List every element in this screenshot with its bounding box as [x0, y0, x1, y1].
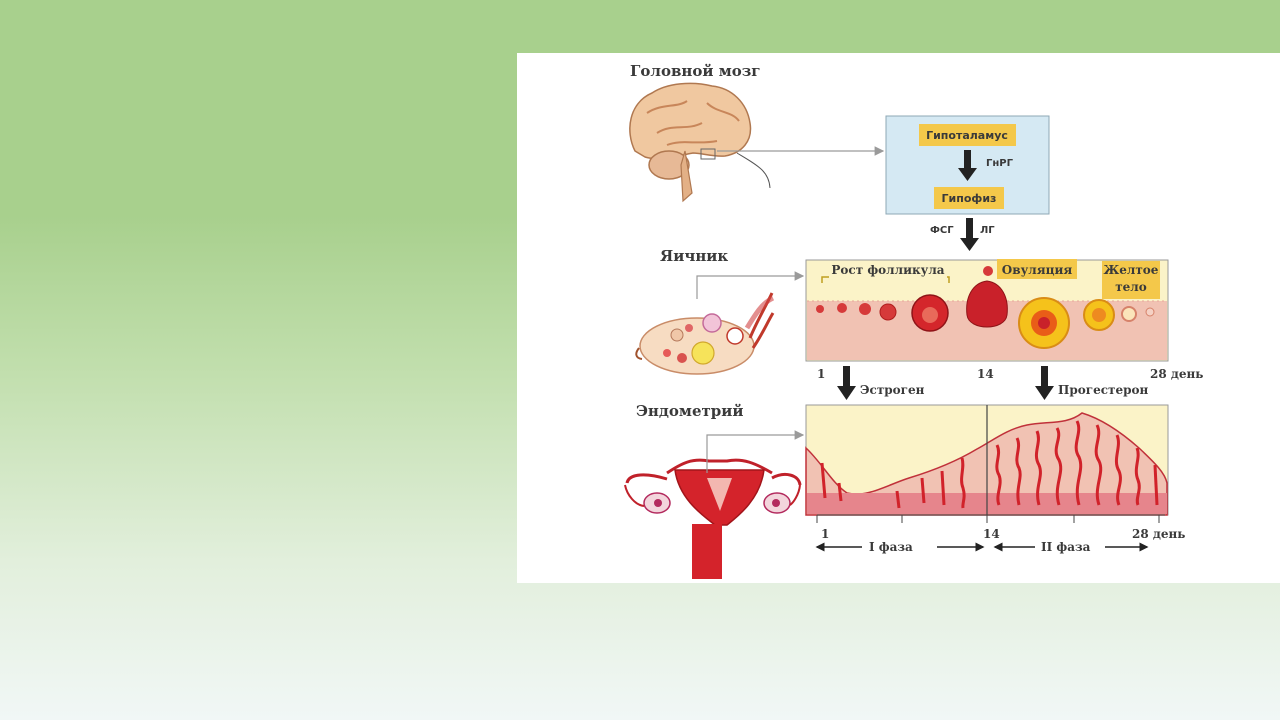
diagram-slide: Головной мозг Гипоталамус ГнРГ Гипофиз Ф… [517, 53, 1280, 583]
ovary-day-28: 28 день [1150, 367, 1203, 381]
gnrh-arrow [958, 150, 977, 181]
fsh-lh-arrow [960, 218, 979, 251]
follicle-sequence [816, 266, 1155, 349]
hypothalamus-tag [919, 124, 1016, 146]
endometrium-day-14: 14 [983, 527, 1000, 541]
estrogen-label: Эстроген [860, 383, 925, 397]
ovulation-tag [997, 259, 1077, 279]
brain-icon [629, 82, 771, 203]
ovary-label: Яичник [660, 247, 728, 265]
pituitary-label: Гипофиз [942, 192, 997, 205]
fsh-label: ФСГ [930, 225, 954, 236]
top-band [0, 0, 1280, 53]
time-ticks [816, 515, 1160, 523]
endometrium-pointer [706, 430, 805, 473]
follicle-growth-label: Рост фолликула [831, 263, 944, 277]
progesterone-arrow [1035, 366, 1054, 400]
corpus-luteum-tag [1102, 261, 1160, 299]
endometrium-label: Эндометрий [636, 402, 744, 420]
uterus-icon [624, 458, 802, 579]
brain-label: Головной мозг [630, 62, 761, 80]
menstrual-cycle-diagram: Головной мозг Гипоталамус ГнРГ Гипофиз Ф… [624, 62, 1203, 579]
corpus-luteum-label-1: Желтое [1104, 263, 1159, 277]
ovary-day-1: 1 [817, 367, 825, 381]
corpus-luteum-label-2: тело [1115, 280, 1147, 294]
estrogen-arrow [837, 366, 856, 400]
phase-1-label: I фаза [869, 540, 913, 554]
progesterone-label: Прогестерон [1058, 383, 1148, 397]
pituitary-tag [934, 187, 1004, 209]
ovary-pointer [696, 271, 805, 299]
ovary-day-14: 14 [977, 367, 994, 381]
glands [820, 420, 1159, 509]
gnrh-label: ГнРГ [986, 158, 1014, 169]
ovulation-label: Овуляция [1002, 263, 1073, 277]
lh-label: ЛГ [980, 225, 995, 236]
phase-2-label: II фаза [1041, 540, 1091, 554]
endometrium-day-28: 28 день [1132, 527, 1185, 541]
ovary-icon [635, 292, 775, 375]
hypothalamus-label: Гипоталамус [926, 129, 1008, 142]
endometrium-day-1: 1 [821, 527, 829, 541]
